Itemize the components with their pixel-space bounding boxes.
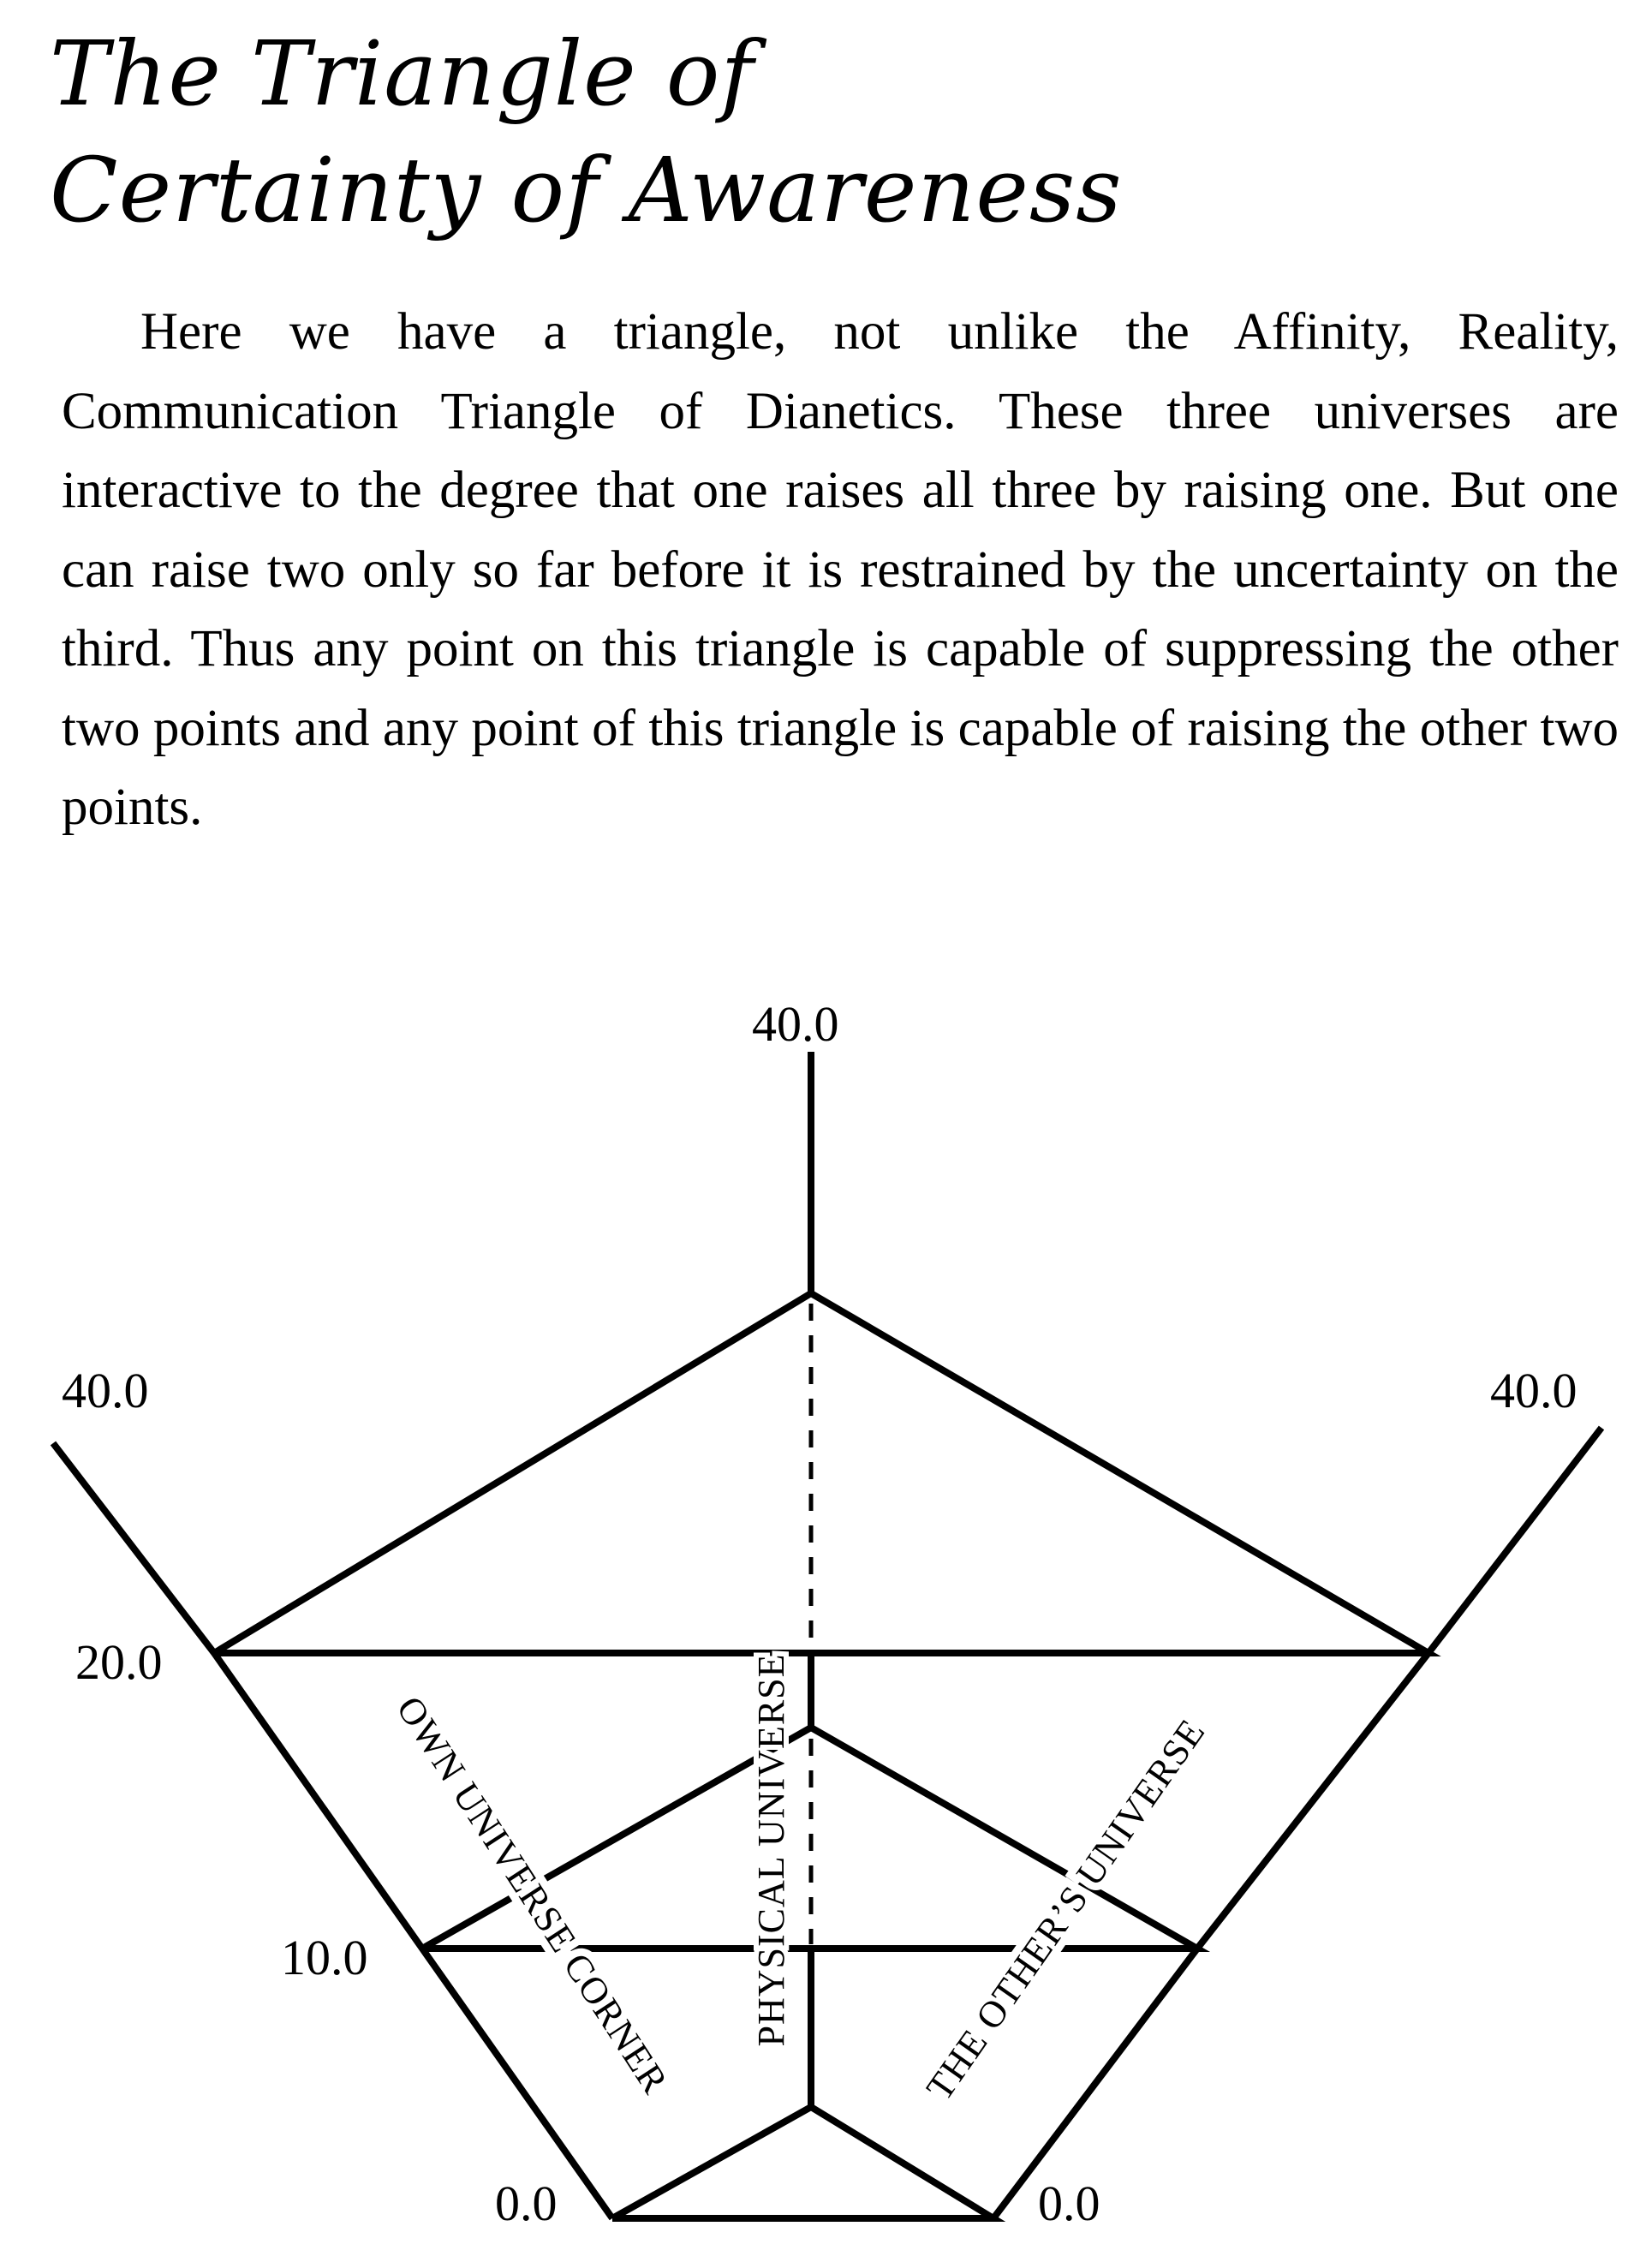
scale-label-left-0: 0.0 — [495, 2175, 558, 2231]
scale-label-left-40: 40.0 — [62, 1363, 149, 1418]
page-title: The Triangle of Certainty of Awareness — [50, 15, 1123, 248]
title-line-2: Certainty of Awareness — [50, 138, 1123, 242]
triangle-20-line — [212, 1289, 1441, 1656]
body-paragraph: Here we have a triangle, not unlike the … — [62, 303, 1619, 836]
axis-label-others-universe: THE OTHER’S UNIVERSE — [918, 1711, 1214, 2108]
left-axis-line — [50, 1441, 616, 2221]
triangle-0-line — [611, 2103, 1006, 2222]
scale-label-left-10: 10.0 — [281, 1930, 368, 1985]
scale-label-top-40: 40.0 — [752, 996, 839, 1052]
scale-label-left-20: 20.0 — [75, 1634, 163, 1690]
triangle-10-line — [420, 1723, 1211, 1952]
right-axis-line — [990, 1425, 1605, 2221]
title-line-1: The Triangle of — [50, 21, 754, 126]
scale-label-right-0: 0.0 — [1038, 2175, 1100, 2231]
axis-label-own-universe: OWN UNIVERSE CORNER — [389, 1689, 677, 2101]
axis-label-physical-universe: PHYSICAL UNIVERSE — [750, 1653, 792, 2046]
scale-label-right-40: 40.0 — [1490, 1363, 1577, 1418]
